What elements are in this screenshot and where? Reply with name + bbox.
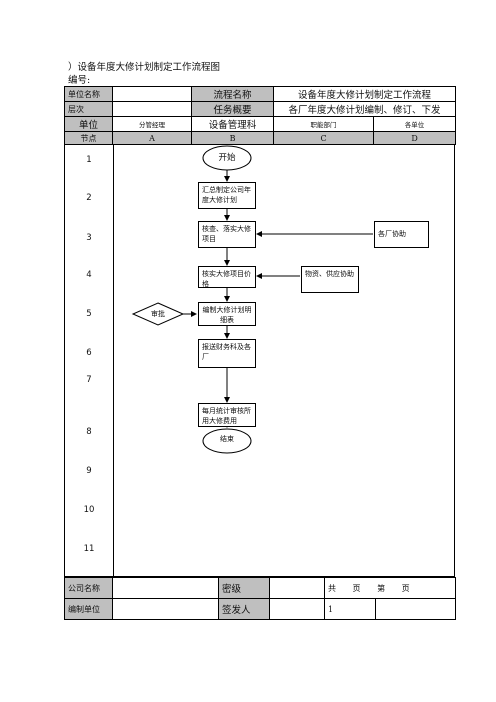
row-number: 10 [83, 505, 95, 515]
row-number: 1 [86, 155, 92, 165]
node-a: A [112, 131, 192, 145]
start-label: 开始 [218, 153, 236, 163]
end-oval [202, 428, 252, 454]
signer-label: 签发人 [218, 598, 270, 620]
document-number-label: 编号: [68, 75, 91, 86]
node-label: 节点 [64, 131, 113, 145]
document-title: ）设备年度大修计划制定工作流程图 [68, 62, 221, 73]
approve-diamond [131, 302, 185, 326]
step-monthly-box: 每月统计审核所用大修费用 [198, 403, 256, 427]
step-report-box: 报送财务科及各厂 [198, 339, 256, 368]
signer-value[interactable] [269, 598, 325, 620]
pages-label: 共 页 第 页 [323, 577, 457, 599]
compiler-value[interactable] [112, 598, 219, 620]
flow-name-label: 流程名称 [190, 86, 275, 102]
material-supply-box: 物资、供应协助 [301, 266, 359, 293]
unit-d: 各单位 [373, 116, 457, 132]
row-number: 9 [86, 466, 92, 476]
flow-name-value: 设备年度大修计划制定工作流程 [273, 86, 457, 102]
unit-b: 设备管理科 [190, 116, 275, 132]
step-summary-box: 汇总制定公司年度大修计划 [198, 182, 256, 209]
unit-c: 职能部门 [273, 116, 375, 132]
task-summary-value: 各厂年度大修计划编制、修订、下发 [273, 101, 457, 117]
step-compile-box: 编制大修计划明细表 [198, 302, 256, 326]
secret-label: 密级 [218, 577, 270, 599]
level-value[interactable] [112, 101, 192, 117]
end-label: 结束 [220, 435, 234, 443]
row-number: 8 [86, 427, 92, 437]
row-number: 4 [86, 270, 92, 280]
row-number: 6 [86, 348, 92, 358]
unit-name-label: 单位名称 [64, 86, 113, 102]
row-number: 3 [86, 233, 92, 243]
header-table: 单位名称 流程名称 设备年度大修计划制定工作流程 层次 任务概要 各厂年度大修计… [64, 86, 457, 145]
step-verify-box: 核查、落实大修项目 [198, 221, 256, 248]
node-c: C [273, 131, 375, 145]
company-label: 公司名称 [64, 577, 113, 599]
step-check-items-box: 核实大修项目价格 [198, 266, 256, 288]
footer-table: 公司名称 密级 共 页 第 页 编制单位 签发人 1 [64, 577, 457, 620]
secret-value[interactable] [269, 577, 325, 599]
compiler-label: 编制单位 [64, 598, 113, 620]
row-number: 5 [86, 309, 92, 319]
level-label: 层次 [64, 101, 113, 117]
flow-column-divider [113, 144, 114, 576]
page-number: 1 [324, 598, 376, 620]
flow-connectors [131, 145, 373, 454]
unit-a: 分管经理 [112, 116, 192, 132]
node-b: B [190, 131, 275, 145]
unit-label: 单位 [64, 116, 113, 132]
approve-label: 审批 [151, 310, 165, 318]
node-d: D [373, 131, 457, 145]
flowchart-area: 1 2 3 4 5 6 7 8 9 10 11 开始 结束 审批 汇总制定公司年… [64, 144, 455, 577]
factory-assist-box: 各厂协助 [374, 221, 429, 248]
company-value[interactable] [112, 577, 219, 599]
row-number: 11 [83, 544, 95, 554]
row-number: 7 [86, 375, 92, 385]
row-number: 2 [86, 193, 92, 203]
unit-name-value[interactable] [112, 86, 192, 102]
footer-blank [374, 598, 457, 620]
task-summary-label: 任务概要 [190, 101, 275, 117]
